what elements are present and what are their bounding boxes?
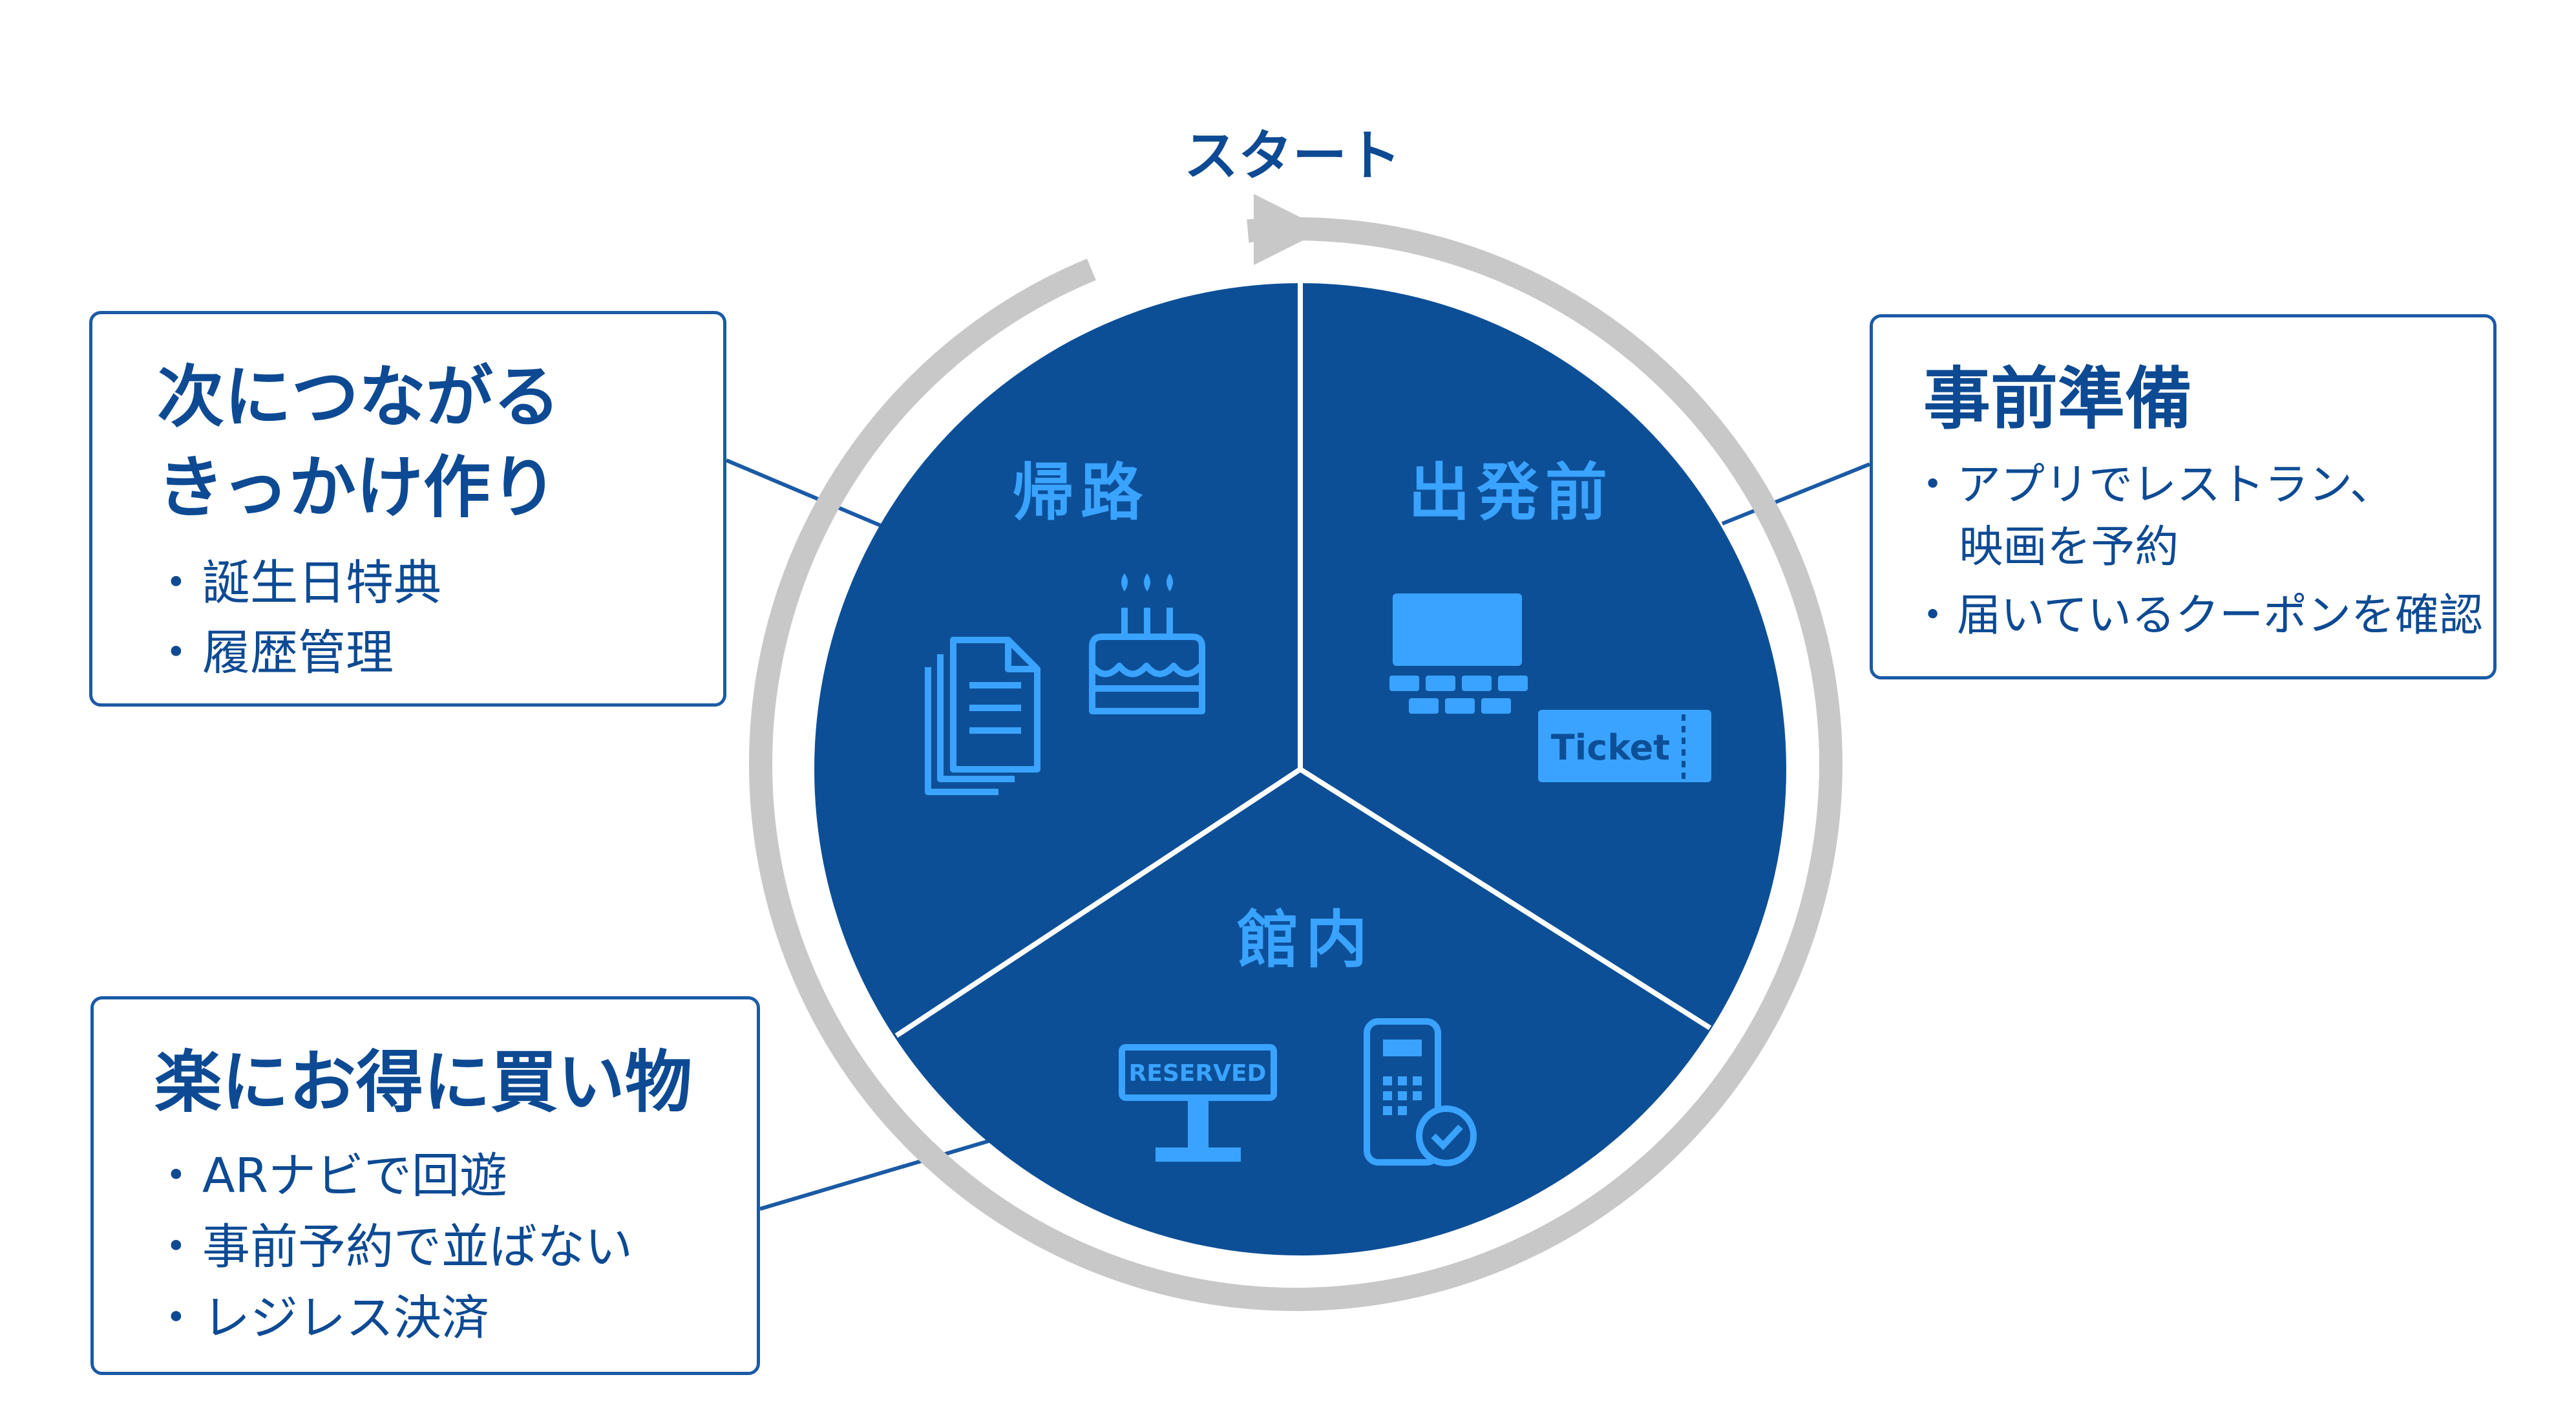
ticket-label: Ticket — [1551, 727, 1670, 768]
list-item: アプリでレストラン、 映画を予約 — [1911, 454, 2483, 579]
segment-label-shuppatsumae: 出発前 — [1408, 456, 1614, 529]
smartphone-check-icon — [1364, 1018, 1477, 1166]
start-label: スタート — [1184, 124, 1401, 187]
list-item-line: アプリでレストラン、 — [1957, 460, 2394, 511]
list-item: 事前予約で並ばない — [152, 1211, 633, 1283]
documents-icon — [925, 637, 1040, 795]
callout-box-preparation: 事前準備 アプリでレストラン、 映画を予約 届いているクーポンを確認 — [1870, 314, 2497, 679]
segment-label-kiro: 帰路 — [1012, 456, 1149, 529]
callout-title-line-1: 次につながる — [157, 357, 561, 436]
list-item-line: 映画を予約 — [1959, 522, 2179, 573]
callout-title-easy-shopping: 楽にお得に買い物 — [154, 1043, 693, 1122]
divider-lower-right — [1298, 767, 1712, 1030]
list-item: 届いているクーポンを確認 — [1911, 585, 2483, 647]
start-arrow-icon — [1254, 194, 1325, 265]
segment-label-kannai: 館内 — [1237, 904, 1374, 976]
theater-screen-icon — [1389, 593, 1528, 714]
callout-title-preparation: 事前準備 — [1923, 359, 2193, 438]
connector-line-right — [1721, 462, 1871, 526]
connector-line-left-top — [725, 458, 887, 529]
callout-title-next-opportunity: 次につながる きっかけ作り — [157, 352, 560, 533]
callout-list-preparation: アプリでレストラン、 映画を予約 届いているクーポンを確認 — [1911, 454, 2483, 647]
callout-list-easy-shopping: ARナビで回遊 事前予約で並ばない レジレス決済 — [152, 1140, 633, 1354]
list-item: レジレス決済 — [152, 1283, 633, 1354]
callout-box-next-opportunity: 次につながる きっかけ作り 誕生日特典 履歴管理 — [89, 311, 726, 707]
ticket-icon: Ticket — [1538, 710, 1711, 782]
birthday-cake-icon — [1089, 573, 1205, 714]
connector-line-left-bottom — [759, 1139, 989, 1211]
reserved-sign-icon: RESERVED — [1119, 1044, 1277, 1162]
list-item: 履歴管理 — [152, 618, 441, 688]
cycle-ring — [749, 217, 1842, 1311]
callout-box-easy-shopping: 楽にお得に買い物 ARナビで回遊 事前予約で並ばない レジレス決済 — [90, 996, 760, 1375]
divider-lower-left — [894, 767, 1302, 1038]
reserved-label: RESERVED — [1129, 1060, 1267, 1087]
callout-title-line-2: きっかけ作り — [157, 448, 558, 527]
callout-list-next-opportunity: 誕生日特典 履歴管理 — [152, 548, 441, 688]
list-item: 誕生日特典 — [152, 548, 441, 618]
list-item: ARナビで回遊 — [152, 1140, 633, 1211]
